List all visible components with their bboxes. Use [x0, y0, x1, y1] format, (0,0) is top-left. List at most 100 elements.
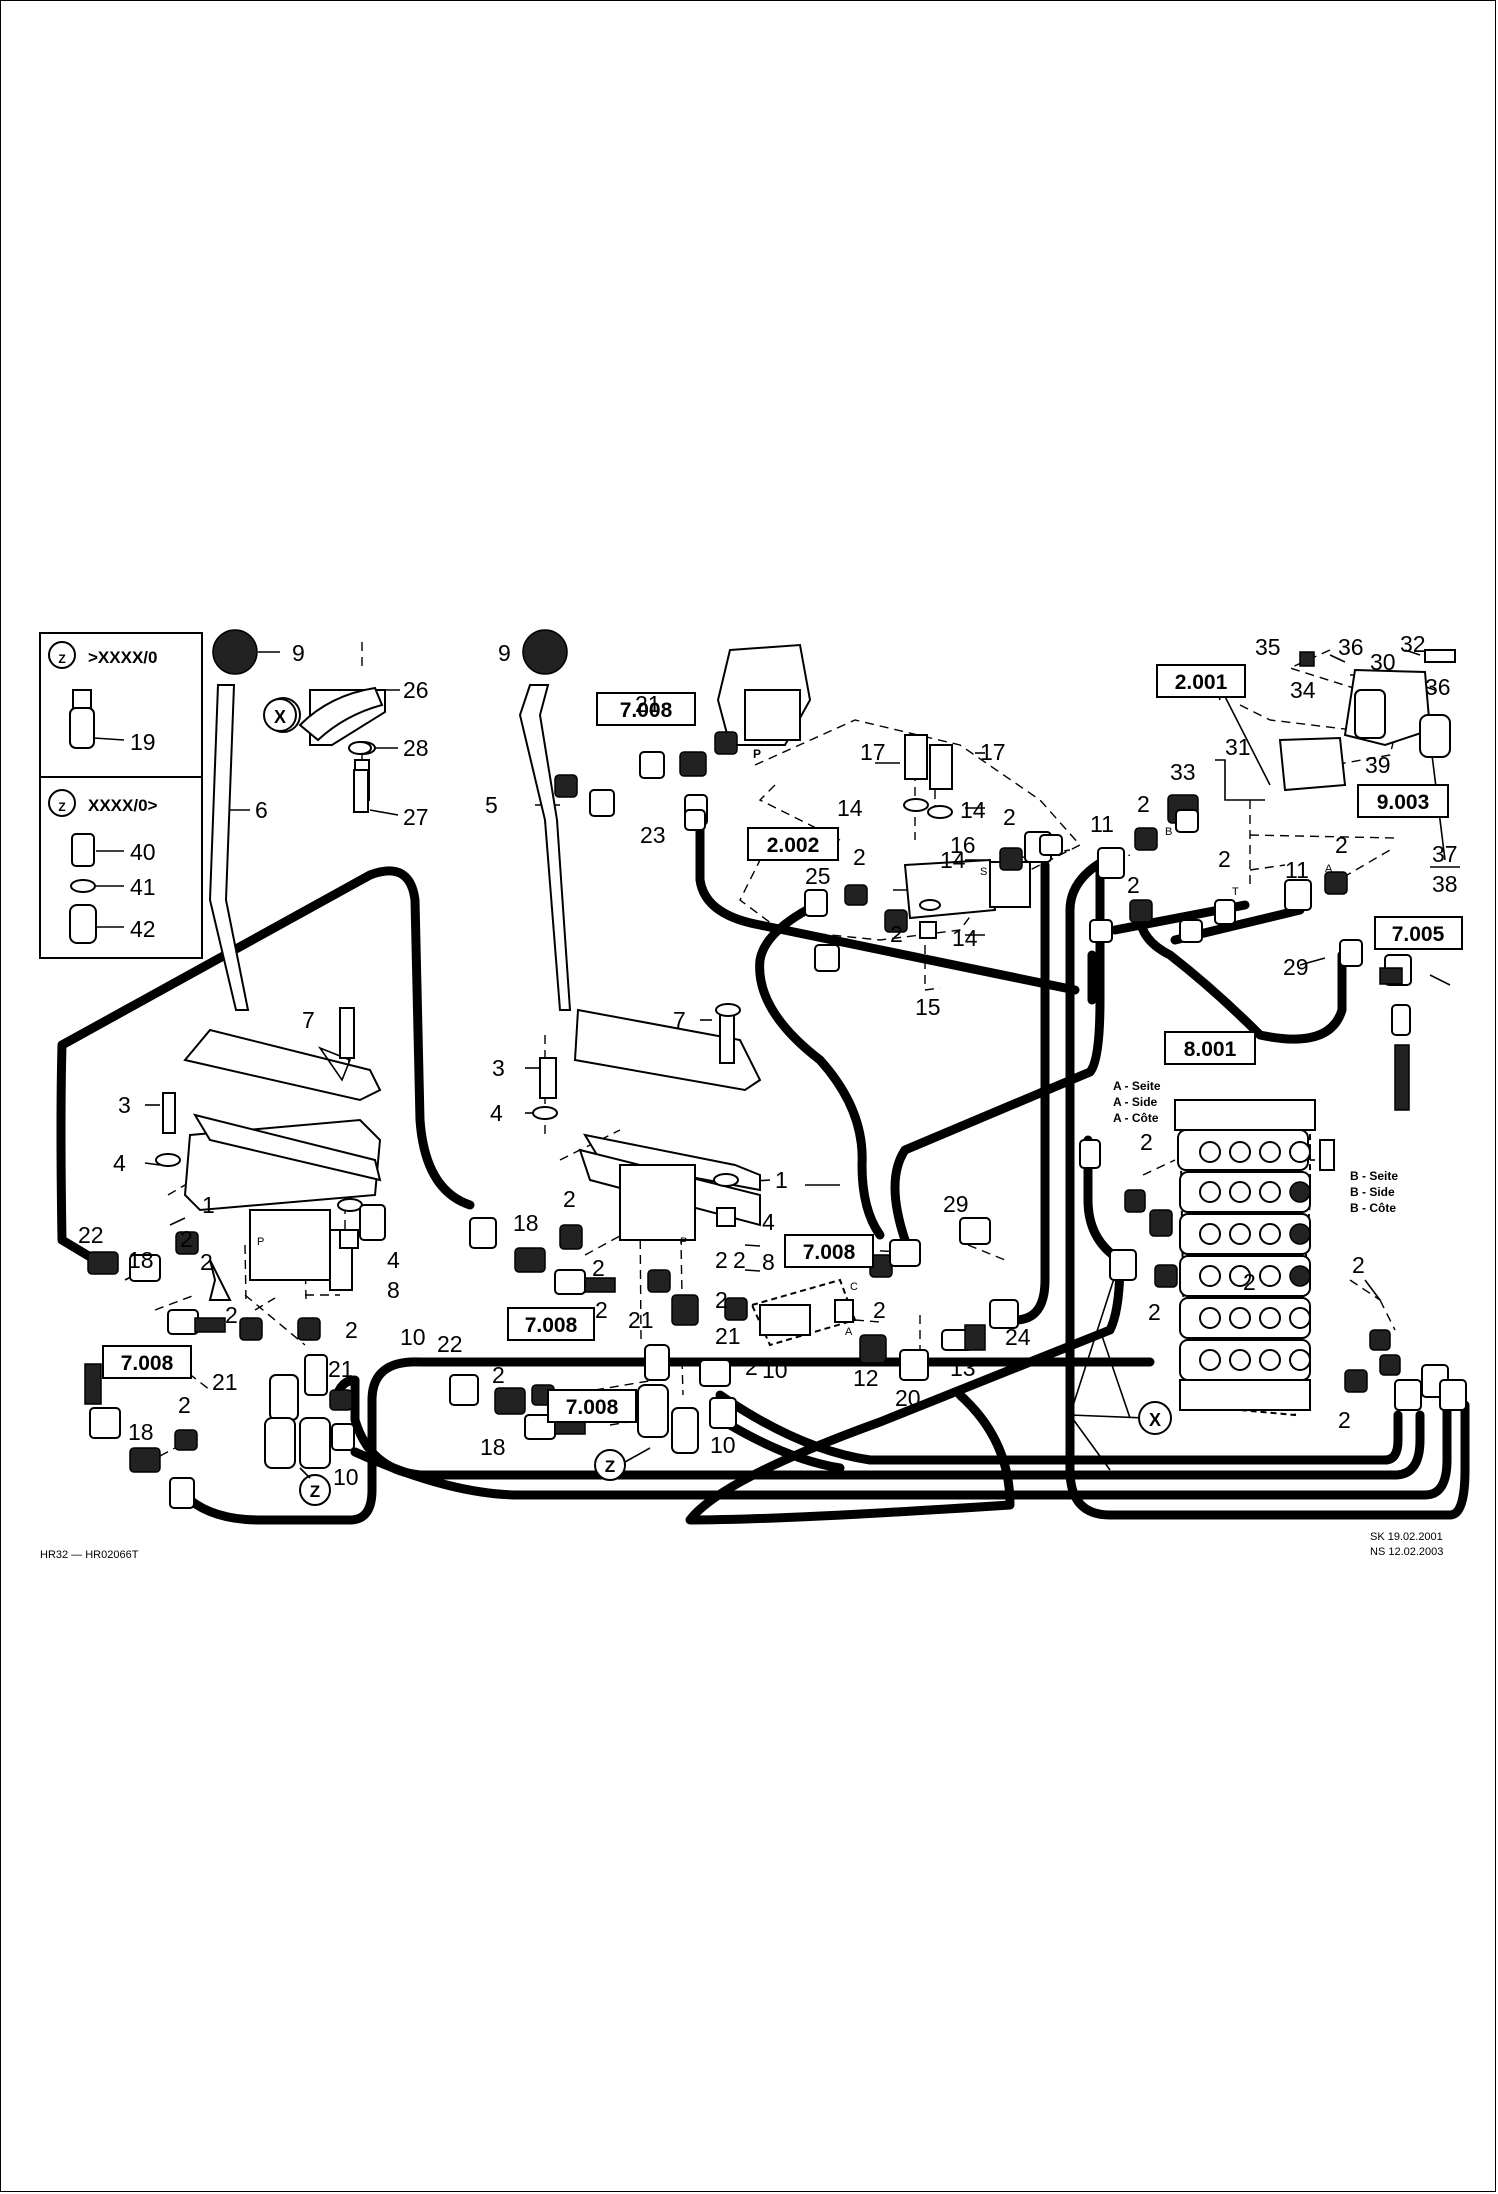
callout-29-a: 29	[943, 1191, 969, 1217]
side-a-de: A - Seite	[1113, 1079, 1161, 1093]
callout-11-a: 11	[1090, 811, 1114, 837]
callout-2: 2	[873, 1297, 886, 1323]
callout-2: 2	[853, 844, 866, 870]
callout-2: 2	[180, 1226, 193, 1252]
callout-9-left: 9	[292, 640, 305, 666]
callout-23: 23	[640, 822, 666, 848]
callout-17-b: 17	[980, 739, 1006, 765]
svg-text:B: B	[1165, 826, 1172, 838]
callout-7-left: 7	[302, 1007, 315, 1033]
callout-2: 2	[592, 1255, 605, 1281]
callout-2: 2	[1003, 804, 1016, 830]
legend-z-1: Z	[58, 652, 65, 666]
callout-2: 2	[563, 1186, 576, 1212]
callout-2: 2	[1335, 832, 1348, 858]
callout-10-b: 10	[333, 1464, 359, 1490]
side-b-de: B - Seite	[1350, 1169, 1398, 1183]
callout-24: 24	[1005, 1324, 1031, 1350]
ref-2002: 2.002	[767, 834, 820, 857]
callout-25: 25	[805, 863, 831, 889]
svg-text:A: A	[845, 1326, 853, 1338]
callout-2: 2	[345, 1317, 358, 1343]
ref-7005: 7.005	[1392, 923, 1445, 946]
ref-7008-center: 7.008	[803, 1241, 856, 1264]
callout-3-left: 3	[118, 1092, 131, 1118]
callout-5: 5	[485, 792, 498, 818]
svg-text:A: A	[1325, 863, 1333, 875]
callout-10-d: 10	[710, 1432, 736, 1458]
port-letters: P P P S T B A C A	[257, 747, 1333, 1338]
revision-1: SK 19.02.2001	[1370, 1531, 1443, 1543]
callout-2: 2	[1148, 1299, 1161, 1325]
callout-8-mid: 8	[762, 1249, 775, 1275]
callout-12: 12	[853, 1365, 879, 1391]
legend-code-2: XXXX/0>	[88, 796, 158, 815]
callout-21-c: 21	[628, 1307, 654, 1333]
callout-41: 41	[130, 874, 156, 900]
control-valve-8001	[1109, 1098, 1467, 1417]
callout-18-a: 18	[128, 1247, 154, 1273]
callout-2: 2	[1127, 872, 1140, 898]
svg-text:X: X	[1149, 1410, 1161, 1430]
svg-text:P: P	[753, 747, 761, 761]
callout-21-d: 21	[715, 1323, 741, 1349]
callout-38: 38	[1432, 871, 1458, 897]
callout-22-mid: 22	[437, 1331, 463, 1357]
callout-31: 31	[1225, 734, 1251, 760]
markers: X X Z Z	[263, 698, 1172, 1506]
callout-26: 26	[403, 677, 429, 703]
svg-text:Z: Z	[605, 1457, 615, 1476]
callout-9-mid: 9	[498, 640, 511, 666]
callout-20: 20	[895, 1385, 921, 1411]
callouts: 9 9 26 28 27 6 5 7 7 3 3 4 4 4 4 1 1 8 8…	[78, 631, 1460, 1490]
side-labels: A - Seite A - Side A - Côte B - Seite B …	[1113, 1079, 1398, 1215]
callout-36-a: 36	[1338, 634, 1364, 660]
callout-10-a: 10	[400, 1324, 426, 1350]
callout-2: 2	[1137, 791, 1150, 817]
svg-text:Z: Z	[310, 1482, 320, 1501]
top-center-block	[554, 643, 1063, 972]
x-marker-2	[1138, 1401, 1172, 1435]
callout-2-e: 2	[1243, 1269, 1256, 1295]
reference-boxes: 7.008 2.002 2.001 9.003 7.005 8.001 7.00…	[102, 664, 1463, 1423]
svg-text:P: P	[680, 1236, 687, 1248]
ref-7008-top: 7.008	[620, 699, 673, 722]
ref-2001: 2.001	[1175, 671, 1228, 694]
callout-1-left: 1	[202, 1192, 215, 1218]
svg-text:T: T	[1232, 886, 1239, 898]
callout-14-a: 14	[837, 795, 863, 821]
drawing-number: HR32 — HR02066T	[40, 1549, 139, 1561]
top-right-block	[1079, 649, 1456, 1169]
callout-42: 42	[130, 916, 156, 942]
callout-19: 19	[130, 729, 156, 755]
side-b-fr: B - Côte	[1350, 1201, 1396, 1215]
callout-34: 34	[1290, 677, 1316, 703]
callout-7-mid: 7	[673, 1007, 686, 1033]
mid-lever-assembly	[449, 629, 762, 1454]
revision-2: NS 12.02.2003	[1370, 1546, 1443, 1558]
callout-2-d: 2	[595, 1297, 608, 1323]
callout-21-a: 21	[212, 1369, 238, 1395]
callout-14-c: 14	[940, 847, 966, 873]
callout-33: 33	[1170, 759, 1196, 785]
callout-17-a: 17	[860, 739, 886, 765]
callout-4-left: 4	[113, 1150, 126, 1176]
callout-18-d: 18	[480, 1434, 506, 1460]
callout-2: 2	[715, 1247, 728, 1273]
z-marker-2	[594, 1449, 626, 1481]
legend-z-2: Z	[58, 800, 65, 814]
ref-7008-mid: 7.008	[525, 1314, 578, 1337]
callout-8-left: 8	[387, 1277, 400, 1303]
callout-2: 2	[715, 1287, 728, 1313]
callout-2-b: 2	[733, 1247, 746, 1273]
left-lever-assembly	[84, 629, 386, 1509]
x-marker-1	[263, 698, 297, 732]
callout-6: 6	[255, 797, 268, 823]
svg-text:P: P	[257, 1236, 264, 1248]
callout-27: 27	[403, 804, 429, 830]
callout-22-left: 22	[78, 1222, 104, 1248]
legend-code-1: >XXXX/0	[88, 648, 157, 667]
clamp	[298, 686, 384, 813]
callout-16: 16	[950, 832, 976, 858]
